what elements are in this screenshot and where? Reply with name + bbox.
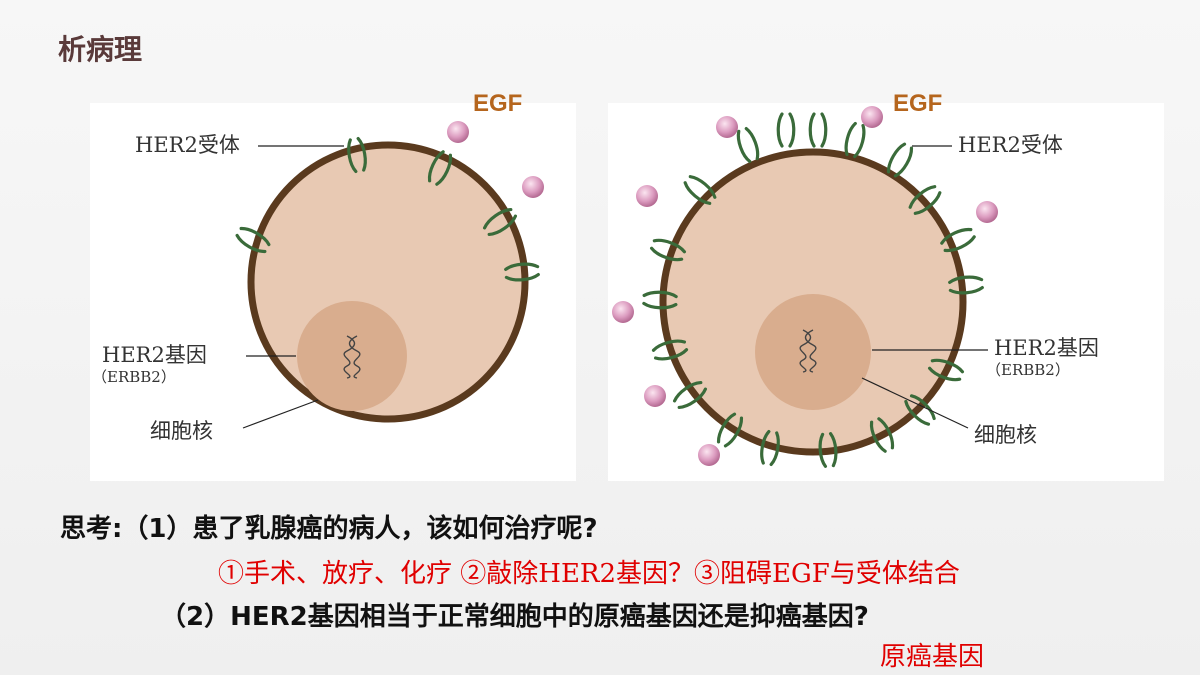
answer-2: 原癌基因 [880,642,985,672]
right-cell: HER2受体 HER2基因 （ERBB2） 细胞核 [612,106,1099,469]
right-nucleus-line [861,377,969,429]
left-gene-label: HER2基因 [102,343,207,367]
question-1: 思考:（1）患了乳腺癌的病人，该如何治疗呢? [60,514,598,544]
right-egf-ball-3 [636,185,658,207]
right-nucleus-label: 细胞核 [974,423,1037,447]
right-egf-label: EGF [893,90,943,117]
right-receptor-5 [733,125,763,165]
right-receptor-1 [776,112,796,148]
right-gene-sub: （ERBB2） [986,361,1070,379]
left-egf-label: EGF [473,90,523,117]
left-nucleus-line [242,399,319,429]
left-egf-ball-1 [447,121,469,143]
left-gene-sub: （ERBB2） [92,368,176,386]
question-2: （2）HER2基因相当于正常细胞中的原癌基因还是抑癌基因? [160,602,869,632]
left-egf-ball-2 [522,176,544,198]
right-gene-label: HER2基因 [994,336,1099,360]
right-receptor-3 [841,120,869,160]
right-egf-ball-4 [976,201,998,223]
left-nucleus-label: 细胞核 [150,419,213,443]
right-egf-ball-7 [698,444,720,466]
left-cell-nucleus [297,301,407,411]
right-egf-ball-1 [716,116,738,138]
right-receptor-label: HER2受体 [958,133,1063,157]
right-egf-ball-2 [861,106,883,128]
left-receptor-label: HER2受体 [135,133,240,157]
slide-title: 析病理 [58,33,143,66]
answer-1: ①手术、放疗、化疗 ②敲除HER2基因？③阻碍EGF与受体结合 [218,559,960,589]
right-egf-ball-5 [612,301,634,323]
left-cell: HER2受体 HER2基因 （ERBB2） 细胞核 [92,121,544,443]
right-egf-ball-6 [644,385,666,407]
right-receptor-4 [883,140,917,180]
right-receptor-2 [808,112,828,148]
